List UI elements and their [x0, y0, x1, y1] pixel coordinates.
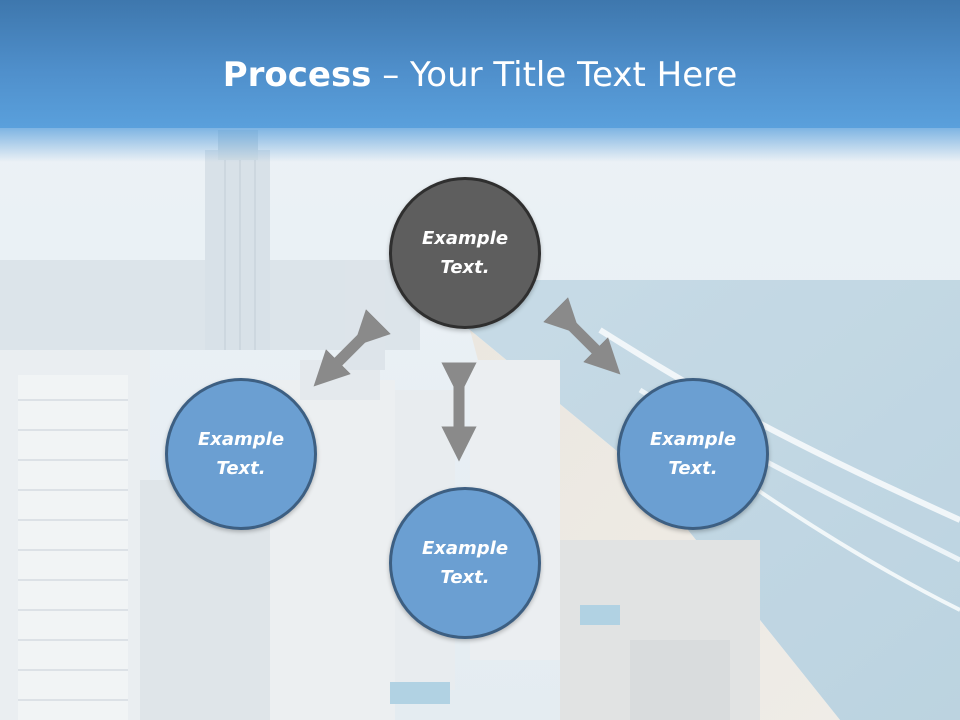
process-node-top: Example Text.: [389, 177, 541, 329]
node-label: Example Text.: [421, 228, 509, 278]
title-bold: Process: [222, 55, 372, 95]
arrow-top-right: [543, 297, 621, 375]
slide-title: Process – Your Title Text Here: [0, 52, 960, 98]
node-label: Example Text.: [649, 429, 737, 479]
node-label: Example Text.: [197, 429, 285, 479]
title-banner: [0, 0, 960, 128]
process-node-bottom: Example Text.: [389, 487, 541, 639]
process-node-left: Example Text.: [165, 378, 317, 530]
node-label: Example Text.: [421, 538, 509, 588]
title-rest: – Your Title Text Here: [371, 55, 738, 95]
banner-fade: [0, 128, 960, 162]
process-node-right: Example Text.: [617, 378, 769, 530]
arrow-top-left: [313, 309, 391, 387]
